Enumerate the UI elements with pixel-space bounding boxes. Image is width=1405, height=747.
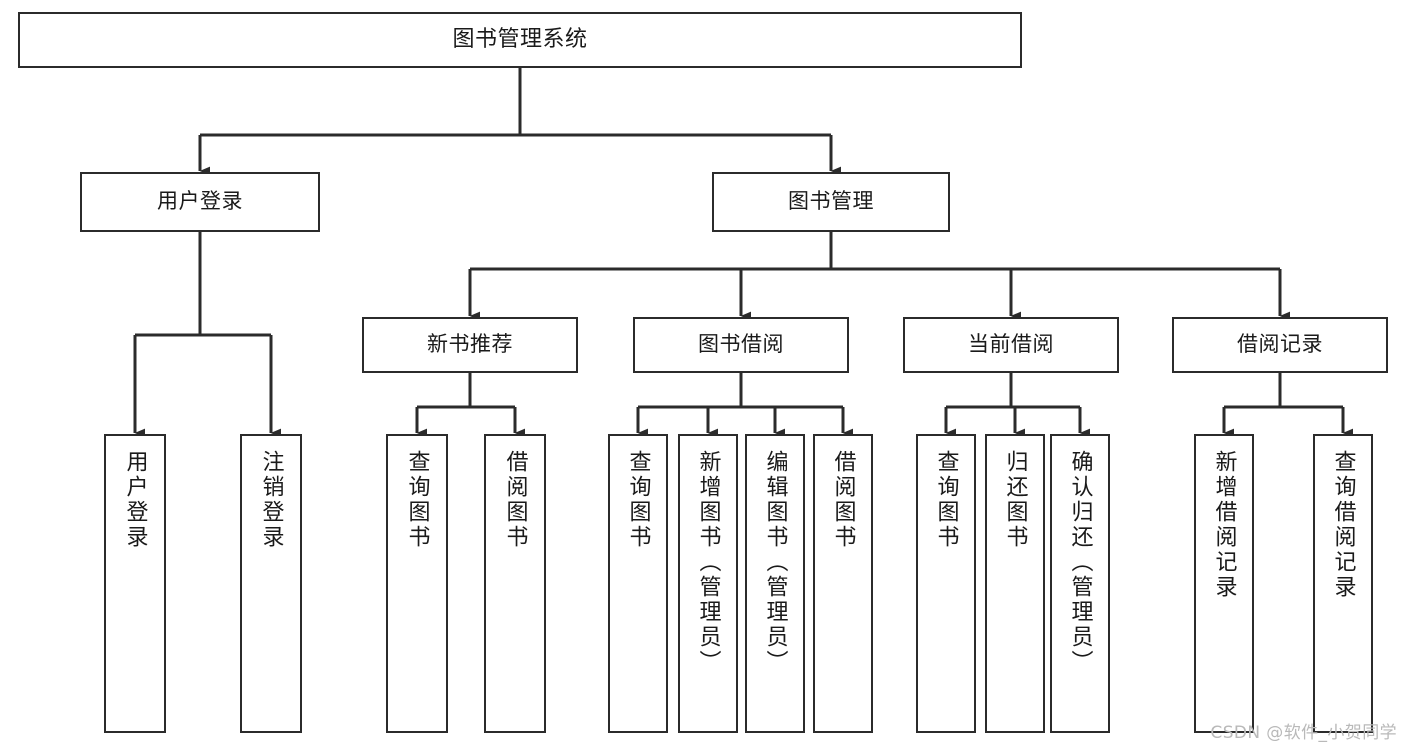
node-label: 查询借阅记录 [1330, 450, 1356, 600]
node-l-bor-3: 编辑图书（管理员） [745, 434, 805, 733]
node-l-cur-2: 归还图书 [985, 434, 1045, 733]
node-l-bor-4: 借阅图书 [813, 434, 873, 733]
node-records: 借阅记录 [1172, 317, 1388, 373]
node-l-bor-1: 查询图书 [608, 434, 668, 733]
node-label: 借阅图书 [502, 450, 528, 550]
node-label: 新书推荐 [427, 332, 513, 357]
node-l-bor-2: 新增图书（管理员） [678, 434, 738, 733]
node-current: 当前借阅 [903, 317, 1119, 373]
node-label: 图书借阅 [698, 332, 784, 357]
node-root: 图书管理系统 [18, 12, 1022, 68]
node-label: 编辑图书（管理员） [762, 450, 788, 675]
node-l-new-1: 查询图书 [386, 434, 448, 733]
node-label: 查询图书 [933, 450, 959, 550]
node-label: 借阅记录 [1237, 332, 1323, 357]
node-l-new-2: 借阅图书 [484, 434, 546, 733]
node-label: 借阅图书 [830, 450, 856, 550]
node-label: 当前借阅 [968, 332, 1054, 357]
node-newbook: 新书推荐 [362, 317, 578, 373]
node-l-login-2: 注销登录 [240, 434, 302, 733]
node-l-login-1: 用户登录 [104, 434, 166, 733]
node-label: 图书管理系统 [452, 26, 588, 52]
node-bookmgmt: 图书管理 [712, 172, 950, 232]
node-l-rec-1: 新增借阅记录 [1194, 434, 1254, 733]
node-label: 查询图书 [404, 450, 430, 550]
node-borrow: 图书借阅 [633, 317, 849, 373]
node-l-cur-1: 查询图书 [916, 434, 976, 733]
node-l-rec-2: 查询借阅记录 [1313, 434, 1373, 733]
node-label: 查询图书 [625, 450, 651, 550]
node-label: 用户登录 [122, 450, 148, 550]
node-label: 确认归还（管理员） [1067, 450, 1093, 675]
node-label: 新增图书（管理员） [695, 450, 721, 675]
node-label: 新增借阅记录 [1211, 450, 1237, 600]
node-login: 用户登录 [80, 172, 320, 232]
node-label: 用户登录 [157, 189, 243, 214]
node-label: 归还图书 [1002, 450, 1028, 550]
node-label: 图书管理 [788, 189, 874, 214]
node-l-cur-3: 确认归还（管理员） [1050, 434, 1110, 733]
node-label: 注销登录 [258, 450, 284, 550]
connector-group [133, 68, 1354, 438]
